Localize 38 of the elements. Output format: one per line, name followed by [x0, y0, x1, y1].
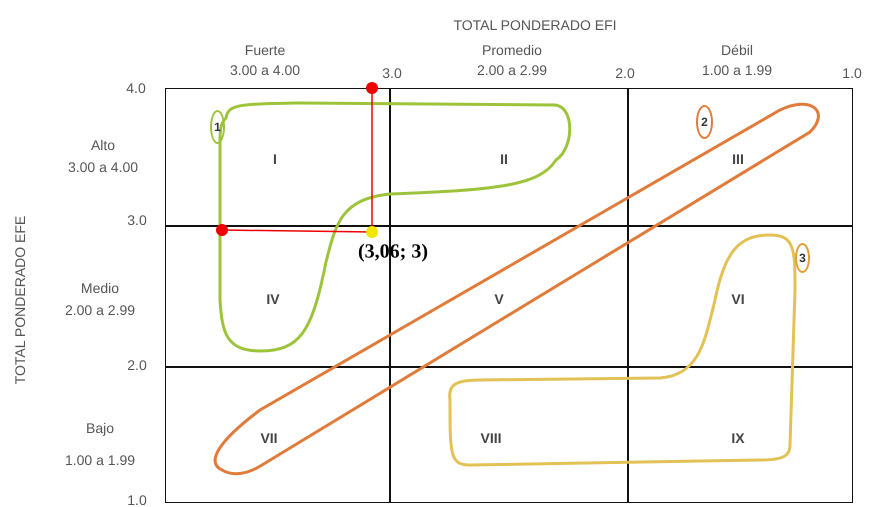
axis-title: TOTAL PONDERADO EFI: [453, 17, 617, 33]
quadrant-numeral: V: [494, 291, 504, 307]
column-heading: Fuerte: [244, 42, 286, 58]
quadrant-numeral: I: [273, 151, 277, 167]
column-heading: Promedio: [482, 42, 542, 58]
range-label: 3.00 a 4.00: [68, 159, 138, 175]
column-heading: Débil: [721, 42, 753, 58]
tick-label: 2.0: [615, 65, 635, 81]
quadrant-numeral: VIII: [480, 430, 502, 446]
tick-label: 1.0: [127, 492, 147, 507]
region-number-tag: 2: [696, 104, 713, 138]
row-heading: Medio: [80, 280, 120, 296]
row-heading: Alto: [90, 137, 116, 153]
row-heading: Bajo: [86, 420, 114, 436]
axis-title: TOTAL PONDERADO EFE: [12, 216, 28, 384]
matrix-cell: [165, 367, 390, 503]
region-number-tag: 3: [795, 242, 810, 272]
tick-label: 1.0: [842, 65, 862, 81]
matrix-cell: [390, 88, 628, 226]
matrix-cell: [628, 226, 853, 367]
matrix-cell: [390, 367, 628, 503]
tick-label: 3.0: [127, 212, 147, 228]
quadrant-numeral: III: [732, 151, 744, 167]
range-label: 1.00 a 1.99: [64, 452, 136, 468]
range-label: 2.00 a 2.99: [64, 302, 136, 318]
matrix-cell: [628, 367, 853, 503]
quadrant-numeral: VII: [260, 430, 278, 446]
range-label: 2.00 a 2.99: [476, 62, 548, 78]
range-label: 3.00 a 4.00: [230, 62, 300, 78]
tick-label: 4.0: [126, 80, 146, 96]
quadrant-numeral: II: [500, 151, 508, 167]
quadrant-numeral: VI: [731, 291, 745, 307]
quadrant-numeral: IX: [731, 430, 745, 446]
tick-label: 2.0: [127, 357, 147, 373]
quadrant-numeral: IV: [266, 291, 280, 307]
range-label: 1.00 a 1.99: [702, 62, 772, 78]
tick-label: 3.0: [382, 65, 402, 81]
matrix-cell: [628, 88, 853, 226]
